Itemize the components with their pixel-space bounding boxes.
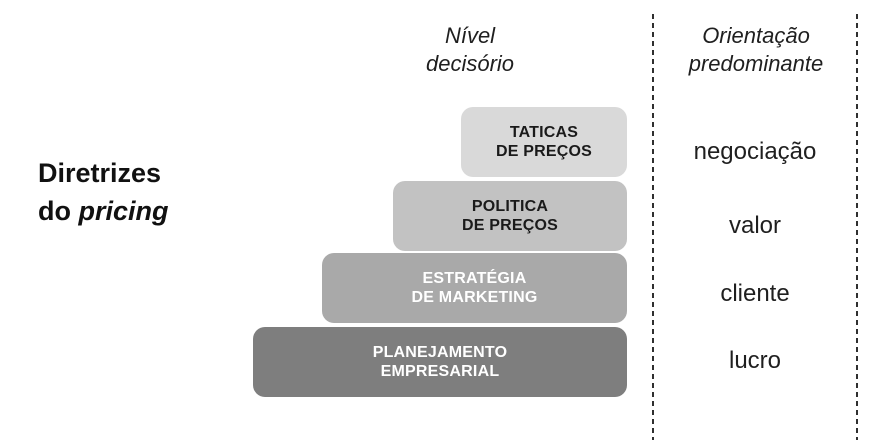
level-box-estrategia-de-marketing: ESTRATÉGIA DE MARKETING	[322, 253, 627, 323]
level-label-line2: DE MARKETING	[411, 289, 538, 306]
level-label-line1: ESTRATÉGIA	[422, 270, 527, 287]
orientation-header-line2: predominante	[688, 51, 824, 76]
level-box-planejamento-empresarial: PLANEJAMENTO EMPRESARIAL	[253, 327, 627, 397]
level-label-line2: DE PREÇOS	[461, 217, 559, 234]
decision-header-line2: decisório	[425, 51, 515, 76]
level-label-planejamento-empresarial: PLANEJAMENTO EMPRESARIAL	[373, 343, 508, 381]
level-label-taticas-de-precos: TATICAS DE PREÇOS	[496, 123, 592, 161]
orientation-label-lucro: lucro	[728, 347, 782, 374]
orientation-column-header: Orientação predominante	[655, 22, 857, 78]
level-label-line2: EMPRESARIAL	[380, 363, 500, 380]
diagram-title-line2: do pricing	[38, 192, 169, 230]
level-label-line1: POLITICA	[471, 198, 549, 215]
dashed-divider-right	[856, 14, 858, 440]
level-label-line2: DE PREÇOS	[495, 143, 593, 160]
dashed-divider-left	[652, 14, 654, 440]
diagram-title-line1: Diretrizes	[38, 158, 162, 188]
diagram-title-line2-prefix: do	[38, 196, 79, 226]
level-box-taticas-de-precos: TATICAS DE PREÇOS	[461, 107, 627, 177]
decision-level-column-header: Nível decisório	[370, 22, 570, 78]
decision-header-line1: Nível	[444, 23, 496, 48]
level-label-line1: PLANEJAMENTO	[372, 344, 508, 361]
level-label-politica-de-precos: POLITICA DE PREÇOS	[462, 197, 558, 235]
level-box-politica-de-precos: POLITICA DE PREÇOS	[393, 181, 627, 251]
level-label-line1: TATICAS	[509, 124, 579, 141]
diagram-title: Diretrizes do pricing	[38, 154, 169, 230]
orientation-label-valor: valor	[728, 212, 782, 239]
orientation-header-line1: Orientação	[702, 23, 810, 48]
orientation-label-negociacao: negociação	[693, 138, 817, 165]
orientation-label-cliente: cliente	[720, 280, 790, 307]
diagram-title-pricing-word: pricing	[78, 196, 169, 226]
level-label-estrategia-de-marketing: ESTRATÉGIA DE MARKETING	[412, 269, 538, 307]
